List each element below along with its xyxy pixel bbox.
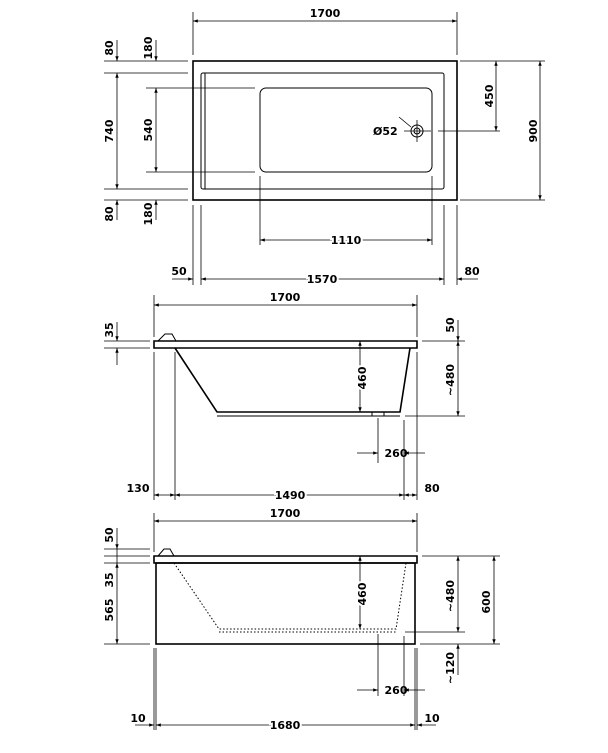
tub-basin xyxy=(259,87,433,173)
panel-rim-step: 50 xyxy=(103,527,116,543)
side-overall-length: 1700 xyxy=(270,291,301,304)
panel-drain-position: 260 xyxy=(385,684,408,697)
panel-height: 565 xyxy=(103,599,116,622)
panel-leg-height: ~120 xyxy=(444,652,457,685)
drain-offset-label: 450 xyxy=(483,84,496,107)
side-bottom-length: 1490 xyxy=(275,489,306,502)
top-overall-length: 1700 xyxy=(310,7,341,20)
top-basin-top: 180 xyxy=(142,36,155,59)
side-outer-depth: ~480 xyxy=(444,364,457,397)
panel-right-offset: 10 xyxy=(424,712,440,725)
side-inner-depth: 460 xyxy=(356,366,369,389)
front-panel xyxy=(155,562,416,645)
top-overall-width: 900 xyxy=(527,119,540,142)
side-basin xyxy=(174,347,411,413)
side-right-offset: 80 xyxy=(424,482,440,495)
panel-outer-depth: ~480 xyxy=(444,580,457,613)
tub-outline xyxy=(192,60,458,201)
top-basin-length: 1110 xyxy=(331,234,362,247)
side-drain-position: 260 xyxy=(385,447,408,460)
top-left-rim-top: 80 xyxy=(103,40,116,56)
side-rim xyxy=(153,340,418,349)
panel-total-height: 600 xyxy=(480,590,493,613)
panel-view: 1700 50 35 565 460 ~480 600 ~120 260 10 … xyxy=(101,507,500,734)
top-view: Ø52 1700 900 450 80 740 80 xyxy=(103,7,545,288)
top-inner-width: 740 xyxy=(103,119,116,142)
top-basin-bottom: 180 xyxy=(142,202,155,225)
top-left-rim: 50 xyxy=(171,265,187,278)
side-view: 1700 35 50 460 ~480 260 130 1490 80 xyxy=(103,291,465,504)
top-right-rim: 80 xyxy=(464,265,480,278)
side-rim-step: 50 xyxy=(444,317,457,333)
top-inner-length: 1570 xyxy=(307,273,338,286)
top-left-rim-bottom: 80 xyxy=(103,206,116,222)
panel-rim-thickness: 35 xyxy=(103,572,116,587)
panel-basin-hidden xyxy=(173,562,407,630)
panel-rim xyxy=(153,555,418,564)
drain-diameter-label: Ø52 xyxy=(373,125,398,138)
panel-left-offset: 10 xyxy=(130,712,146,725)
drain-icon xyxy=(398,116,431,142)
side-left-offset: 130 xyxy=(127,482,150,495)
panel-inner-depth: 460 xyxy=(356,582,369,605)
panel-overall-length: 1700 xyxy=(270,507,301,520)
top-basin-width: 540 xyxy=(142,118,155,141)
panel-length: 1680 xyxy=(270,719,301,732)
side-rim-thickness: 35 xyxy=(103,322,116,337)
